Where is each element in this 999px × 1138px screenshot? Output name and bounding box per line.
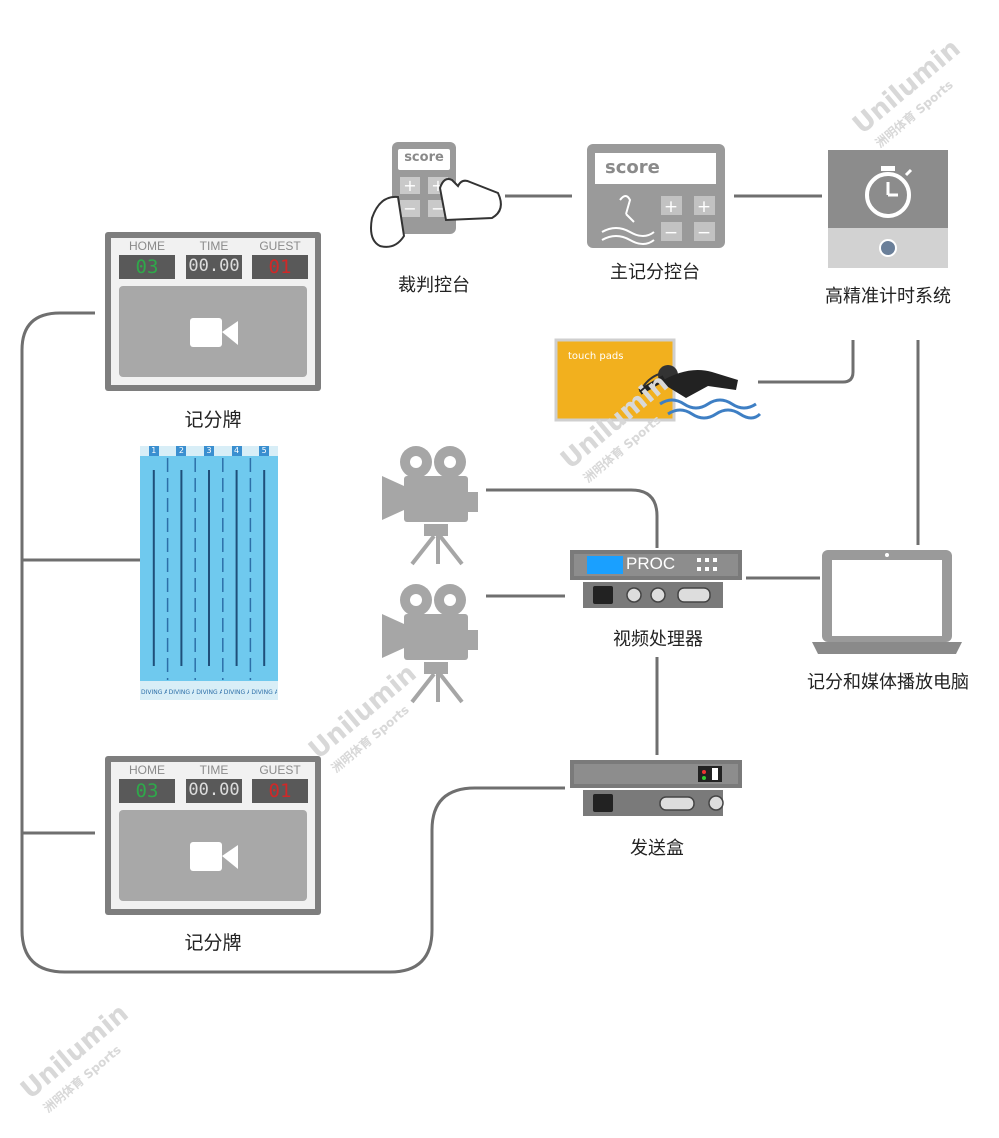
home-score: 03 bbox=[135, 780, 159, 802]
laptop-icon bbox=[812, 550, 962, 654]
lane-number: 2 bbox=[176, 446, 187, 456]
diving-area-label: DIVING AREA bbox=[141, 689, 167, 696]
diving-area-label: DIVING AREA bbox=[251, 689, 277, 696]
home-label: HOME bbox=[129, 763, 165, 777]
guest-score: 01 bbox=[268, 780, 292, 802]
main-console-screen: score bbox=[605, 157, 660, 178]
referee-console-name: 裁判控台 bbox=[398, 275, 470, 296]
home-label: HOME bbox=[129, 239, 165, 253]
svg-text:−: − bbox=[431, 199, 444, 218]
diving-area-label: DIVING AREA bbox=[223, 689, 250, 696]
scoreboard-top-name: 记分牌 bbox=[184, 409, 242, 431]
time-label: TIME bbox=[199, 763, 229, 777]
main-console-icon: + + − − bbox=[587, 144, 725, 248]
scoreboard-bottom-name: 记分牌 bbox=[184, 932, 242, 954]
lane-number: 1 bbox=[148, 446, 159, 456]
time-label: TIME bbox=[199, 239, 229, 253]
time-value: 00.00 bbox=[188, 256, 240, 276]
guest-label: GUEST bbox=[259, 763, 301, 777]
media-pc-name: 记分和媒体播放电脑 bbox=[807, 672, 969, 693]
touch-pad-icon bbox=[554, 338, 678, 422]
home-score: 03 bbox=[135, 256, 159, 278]
svg-text:+: + bbox=[403, 176, 416, 195]
swimming-pool bbox=[140, 446, 278, 700]
proc-brand: PROC bbox=[626, 554, 676, 573]
guest-label: GUEST bbox=[259, 239, 301, 253]
diving-area-label: DIVING AREA bbox=[168, 689, 195, 696]
referee-console-icon: + + − − bbox=[370, 142, 502, 248]
lane-number: 5 bbox=[259, 446, 270, 456]
timing-system-icon bbox=[828, 150, 948, 268]
touch-pad-label: touch pads bbox=[568, 351, 624, 362]
camera-1 bbox=[380, 444, 480, 566]
guest-score: 01 bbox=[268, 256, 292, 278]
video-processor-name: 视频处理器 bbox=[613, 629, 703, 650]
svg-text:−: − bbox=[403, 199, 416, 218]
connection-lines bbox=[20, 194, 920, 974]
video-processor-icon bbox=[570, 550, 742, 608]
main-console-name: 主记分控台 bbox=[610, 262, 700, 283]
diving-area-label: DIVING AREA bbox=[196, 689, 222, 696]
svg-text:+: + bbox=[664, 197, 678, 217]
time-value: 00.00 bbox=[188, 780, 240, 800]
svg-text:−: − bbox=[664, 223, 678, 243]
timing-system-name: 高精准计时系统 bbox=[825, 286, 951, 307]
sender-box-name: 发送盒 bbox=[630, 838, 684, 859]
svg-text:−: − bbox=[697, 223, 711, 243]
lane-number: 4 bbox=[231, 446, 242, 456]
svg-text:+: + bbox=[697, 197, 711, 217]
referee-console-screen: score bbox=[404, 150, 444, 165]
swimmer-icon bbox=[638, 369, 762, 420]
lane-number: 3 bbox=[204, 446, 214, 456]
sender-box-icon bbox=[570, 760, 742, 816]
